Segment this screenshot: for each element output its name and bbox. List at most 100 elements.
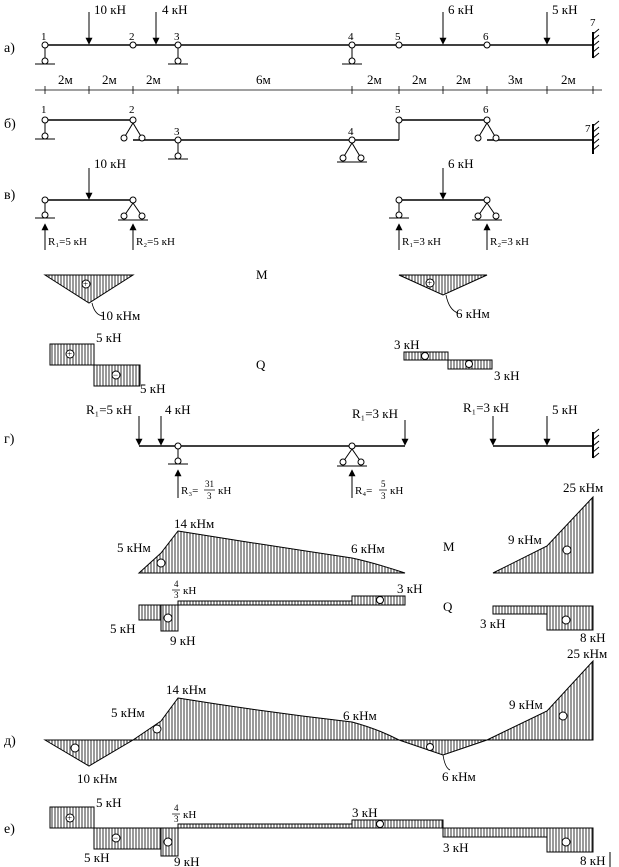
node-7: 7: [585, 123, 591, 135]
row-label-d: д): [4, 734, 16, 749]
m-5: 5 кНм: [117, 540, 151, 555]
span-7: 2м: [456, 72, 471, 87]
reaction-r2: R₂=5 кН: [136, 236, 175, 248]
load-5kn: 5 кН: [552, 402, 577, 417]
hatch: [592, 28, 600, 59]
node-5: 5: [395, 104, 401, 116]
m-total-neg-1: [131, 697, 400, 741]
q-diagram-neg-1: [138, 604, 162, 621]
m-10: 10 кНм: [77, 771, 117, 786]
pin-support: [35, 41, 362, 65]
q-3a: 3 кН: [352, 805, 377, 820]
span-4: 6м: [256, 72, 271, 87]
node-3: 3: [174, 126, 180, 138]
span-2: 2м: [102, 72, 117, 87]
svg-text:кН: кН: [183, 809, 196, 821]
reaction-r1: R₁=5 кН: [48, 236, 87, 248]
load-10kn: 10 кН: [94, 156, 126, 171]
span-1: 2м: [58, 72, 73, 87]
node-6: 6: [483, 104, 489, 116]
sign: −: [113, 370, 118, 380]
reaction-r1-mid: R₁=3 кН: [352, 406, 398, 421]
q-diagram-pos-1: [177, 600, 353, 606]
q-5a: 5 кН: [96, 795, 121, 810]
node-3: 3: [174, 31, 180, 43]
node-4: 4: [348, 31, 354, 43]
node-1: 1: [41, 104, 47, 116]
row-label-a: а): [4, 41, 15, 56]
plus-sign: [425, 278, 435, 288]
reaction-r1: R₁=3 кН: [402, 236, 441, 248]
q-9: 9 кН: [174, 854, 199, 867]
m-total-neg-2: [486, 659, 594, 741]
m-diagram-middle: [137, 530, 406, 574]
leader-line: [445, 294, 459, 314]
svg-text:3: 3: [174, 590, 179, 600]
q-total-6: [442, 827, 548, 838]
m-9: 9 кНм: [508, 532, 542, 547]
m-25: 25 кНм: [563, 480, 603, 495]
m-14: 14 кНм: [166, 682, 206, 697]
plus-sign: [376, 820, 384, 828]
q-43: 4 3 кН: [172, 579, 196, 600]
svg-text:кН: кН: [183, 585, 196, 597]
span-9: 2м: [561, 72, 576, 87]
q-right-bot: 3 кН: [494, 368, 519, 383]
svg-text:−: −: [113, 833, 118, 843]
q-43: 4 3 кН: [172, 803, 196, 824]
m-14: 14 кНм: [174, 516, 214, 531]
m-9: 9 кНм: [509, 697, 543, 712]
load-6kn: 6 кН: [448, 156, 473, 171]
q-left-bot: 5 кН: [140, 381, 165, 396]
reaction-r3: R₃= 31 3 кН: [181, 479, 231, 501]
m-diagram-title: M: [443, 539, 455, 554]
plus-sign: [65, 813, 75, 823]
svg-text:+: +: [67, 813, 72, 823]
svg-text:3: 3: [207, 491, 212, 501]
q-total-5: [351, 819, 444, 829]
minus-sign: [163, 613, 173, 623]
m-diagram-right: [398, 274, 488, 296]
q-right-top: 3 кН: [394, 337, 419, 352]
hinge: [483, 41, 491, 49]
svg-text:3: 3: [174, 814, 179, 824]
minus-sign: [111, 833, 121, 843]
q-3b: 3 кН: [443, 840, 468, 855]
hatch: [592, 428, 600, 459]
plus-sign: [70, 743, 80, 753]
supports-v: [35, 196, 502, 221]
span-3: 2м: [146, 72, 161, 87]
node-6: 6: [483, 31, 489, 43]
svg-text:R₄=: R₄=: [355, 485, 372, 497]
minus-sign: [561, 615, 571, 625]
reaction-r1-left: R₁=5 кН: [86, 402, 132, 417]
q-diagram-right-1: [492, 605, 548, 615]
q-5b: 5 кН: [84, 850, 109, 865]
hatch: [592, 120, 600, 151]
plus-sign: [65, 349, 75, 359]
q-diagram-title: Q: [256, 357, 266, 372]
svg-text:4: 4: [174, 579, 179, 589]
leader-line: [91, 302, 105, 317]
q-9: 9 кН: [170, 633, 195, 648]
leader-line: [442, 754, 451, 771]
load-4kn: 4 кН: [162, 2, 187, 17]
svg-text:R₃=: R₃=: [181, 485, 198, 497]
span-6: 2м: [412, 72, 427, 87]
reaction-r4: R₄= 5 3 кН: [355, 479, 403, 501]
m-total-pos-2: [398, 739, 488, 756]
minus-sign: [561, 837, 571, 847]
node-2: 2: [129, 31, 135, 43]
m-total-pos-1: [43, 739, 135, 767]
minus-sign: [111, 370, 121, 380]
load-10kn: 10 кН: [94, 2, 126, 17]
node-5: 5: [395, 31, 401, 43]
load-4kn: 4 кН: [165, 402, 190, 417]
minus-sign: [465, 360, 473, 368]
q-3b: 3 кН: [480, 616, 505, 631]
sign: +: [67, 349, 72, 359]
reaction-r1-right: R₁=3 кН: [463, 400, 509, 415]
m-25: 25 кНм: [567, 646, 607, 661]
row-label-v: в): [4, 188, 16, 203]
